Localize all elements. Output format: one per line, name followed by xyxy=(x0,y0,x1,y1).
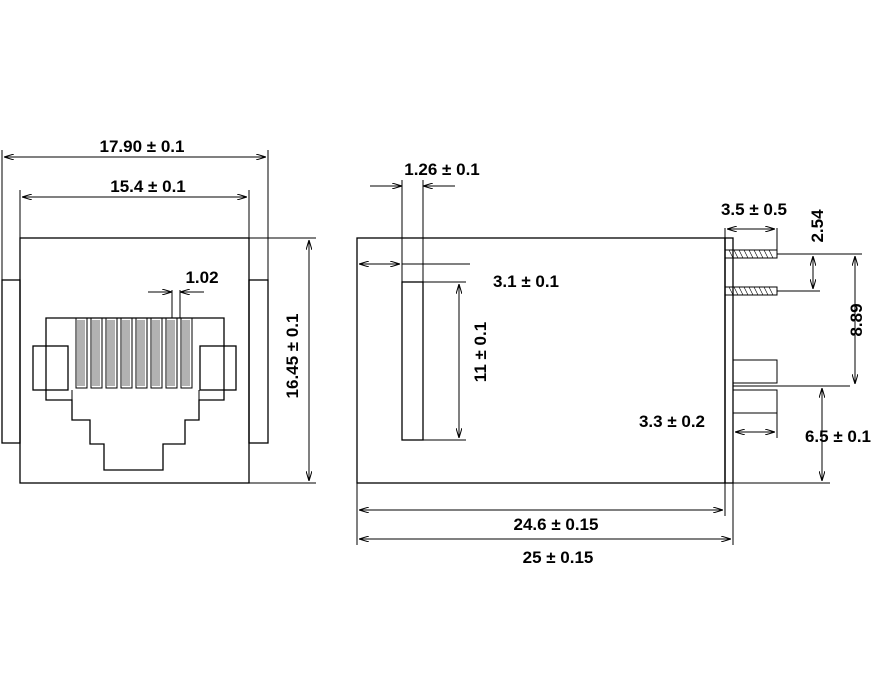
front-left-tab xyxy=(1,279,21,444)
left-latch xyxy=(32,345,69,391)
dim-body-length-outer: 25 ± 0.15 xyxy=(523,548,594,567)
post-lower xyxy=(732,389,778,414)
dim-post-length: 3.3 ± 0.2 xyxy=(639,412,705,431)
contact-pin xyxy=(150,317,163,389)
dim-height: 16.45 ± 0.1 xyxy=(283,314,302,399)
pin-hatching xyxy=(77,320,190,386)
dim-lead-spacing-large: 8.89 xyxy=(847,303,866,336)
right-latch xyxy=(199,345,237,391)
contact-pin xyxy=(165,317,178,389)
contact-pin xyxy=(75,317,88,389)
contact-pin xyxy=(105,317,118,389)
side-slot xyxy=(401,281,424,441)
front-right-tab xyxy=(248,279,269,444)
dim-wall-thickness: 1.26 ± 0.1 xyxy=(404,160,480,179)
dim-inner-width: 15.4 ± 0.1 xyxy=(110,177,186,196)
lead-upper-hatch xyxy=(728,249,774,259)
dim-lead-width: 3.5 ± 0.5 xyxy=(721,200,787,219)
front-view: 17.90 ± 0.1 15.4 ± 0.1 1.02 16.45 ± 0.1 xyxy=(1,137,316,484)
dim-slot-length: 11 ± 0.1 xyxy=(471,322,490,382)
side-rear-flange xyxy=(724,237,734,484)
lead-lower-hatch xyxy=(728,286,774,296)
contact-pin xyxy=(120,317,133,389)
side-view: 1.26 ± 0.1 3.1 ± 0.1 11 ± 0.1 3.5 ± 0.5 … xyxy=(356,160,871,567)
contact-pins xyxy=(75,317,193,389)
contact-pin xyxy=(180,317,193,389)
contact-pin xyxy=(90,317,103,389)
plug-opening-outline xyxy=(45,317,225,471)
dim-top-offset: 3.1 ± 0.1 xyxy=(493,272,559,291)
opening-inner-step xyxy=(71,390,200,420)
dim-outer-width: 17.90 ± 0.1 xyxy=(100,137,185,156)
dim-lead-spacing-small: 2.54 xyxy=(808,209,827,243)
dim-post-offset: 6.5 ± 0.1 xyxy=(805,427,871,446)
post-upper xyxy=(732,359,778,384)
dim-body-length-inner: 24.6 ± 0.15 xyxy=(514,515,599,534)
dim-pin-pitch: 1.02 xyxy=(185,268,218,287)
contact-pin xyxy=(135,317,148,389)
